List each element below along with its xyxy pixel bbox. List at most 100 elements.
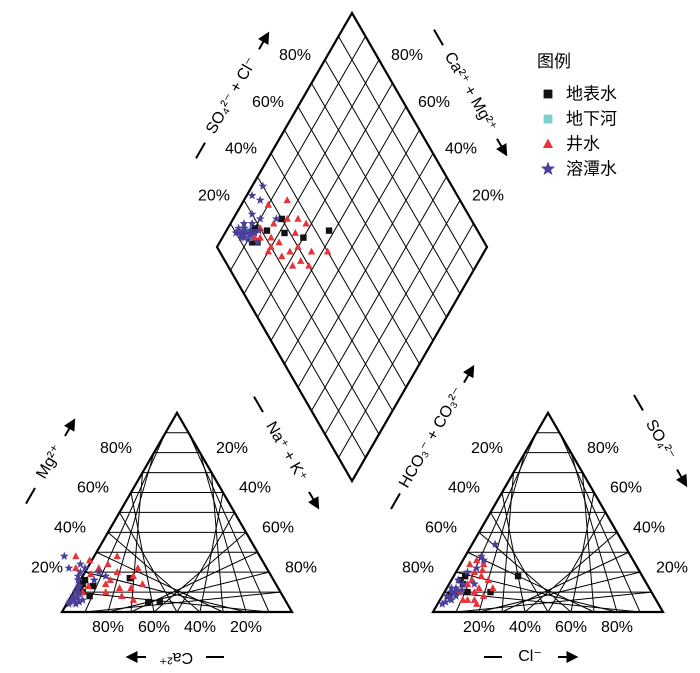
anion-point bbox=[458, 579, 468, 588]
anion-point bbox=[463, 596, 472, 603]
anion-so4-tick-label: 40% bbox=[633, 520, 665, 537]
anion-point bbox=[479, 560, 488, 568]
cation-point bbox=[64, 563, 74, 572]
cation-point bbox=[104, 560, 112, 568]
anion-cl-axis-title: Cl⁻ bbox=[518, 648, 542, 665]
cation-point bbox=[129, 596, 137, 603]
cation-point bbox=[59, 551, 69, 560]
cation-nak-tick-label: 80% bbox=[285, 559, 317, 576]
cation-point bbox=[126, 574, 134, 582]
anion-point bbox=[489, 584, 497, 591]
anion-triangle-grid-line bbox=[570, 492, 595, 613]
cation-point bbox=[87, 570, 95, 578]
anion-point bbox=[469, 579, 479, 588]
anion-cl-tick-label: 20% bbox=[463, 619, 495, 636]
cation-point bbox=[84, 582, 93, 589]
cation-point bbox=[156, 598, 163, 606]
cation-ca-tick-label: 80% bbox=[92, 619, 124, 636]
cation-point bbox=[106, 576, 114, 584]
diamond-point bbox=[288, 261, 297, 269]
cation-point bbox=[72, 593, 82, 602]
cation-point bbox=[71, 587, 81, 596]
diamond-point bbox=[270, 219, 278, 227]
anion-triangle-grid-line bbox=[490, 512, 549, 613]
cation-point bbox=[80, 563, 90, 572]
legend-marker bbox=[543, 89, 553, 99]
cation-mg-tick-label: 40% bbox=[54, 520, 86, 537]
cation-point bbox=[138, 580, 147, 587]
diamond-point bbox=[278, 215, 285, 223]
anion-point bbox=[463, 580, 472, 587]
cation-ca-tick-label: 20% bbox=[230, 619, 262, 636]
anion-point bbox=[484, 576, 492, 584]
anion-hco3-axis-title-tail bbox=[390, 492, 401, 510]
legend-marker bbox=[542, 138, 554, 148]
diamond-point bbox=[264, 200, 272, 208]
diamond-point bbox=[256, 233, 264, 241]
diamond-point bbox=[302, 219, 310, 227]
cation-mg-tick-label: 60% bbox=[77, 480, 109, 497]
cation-ca-tick-label: 60% bbox=[138, 619, 170, 636]
anion-point bbox=[479, 592, 488, 599]
cation-ca-tick-label: 40% bbox=[184, 619, 216, 636]
cation-triangle-grid-line bbox=[73, 591, 270, 613]
legend-marker bbox=[540, 161, 556, 176]
diamond-point bbox=[278, 252, 286, 260]
anion-so4-axis-title-group: SO₄²⁻ bbox=[633, 394, 688, 488]
diamond-point bbox=[307, 247, 316, 255]
anion-so4-axis-title-tail bbox=[633, 394, 644, 412]
diamond-camg-tick-label: 80% bbox=[391, 47, 423, 64]
cation-nak-axis-title: Na⁺ + K⁺ bbox=[262, 419, 310, 485]
cation-point bbox=[81, 576, 89, 584]
diamond-grid-line bbox=[311, 82, 447, 318]
anion-point bbox=[462, 572, 469, 580]
legend-label: 井水 bbox=[566, 134, 600, 153]
cation-triangle-outline bbox=[60, 410, 294, 614]
cation-point bbox=[134, 564, 142, 572]
anion-point bbox=[457, 585, 467, 594]
cation-point bbox=[102, 580, 110, 587]
diamond-point bbox=[255, 214, 265, 223]
diamond-point bbox=[258, 181, 268, 190]
diamond-point bbox=[305, 261, 313, 269]
diamond-point bbox=[234, 223, 244, 233]
diamond-point bbox=[297, 257, 305, 264]
cation-point bbox=[129, 572, 137, 580]
diamond-so4cl-tick-label: 40% bbox=[225, 141, 257, 158]
legend-label: 溶潭水 bbox=[566, 159, 617, 178]
diamond-point bbox=[267, 243, 275, 250]
diamond-camg-axis-title-arrow bbox=[496, 138, 508, 157]
diamond-point bbox=[264, 247, 272, 255]
anion-triangle-outline bbox=[431, 410, 665, 614]
diamond-point bbox=[239, 223, 249, 233]
diamond-point bbox=[275, 238, 283, 246]
diamond-point bbox=[244, 227, 252, 234]
diamond-point bbox=[294, 214, 302, 222]
diamond-point bbox=[291, 228, 299, 236]
anion-triangle-grid-line bbox=[444, 591, 641, 613]
cation-triangle-grid-line bbox=[199, 452, 247, 613]
diamond-grid-line bbox=[324, 199, 461, 435]
diamond-grid-line bbox=[324, 59, 461, 295]
cation-triangle-grid-line bbox=[96, 551, 224, 613]
diamond-point bbox=[300, 234, 307, 241]
diamond-point bbox=[254, 225, 264, 235]
anion-point bbox=[475, 584, 483, 591]
cation-point bbox=[127, 584, 135, 591]
cation-point bbox=[73, 571, 83, 580]
diamond-point bbox=[247, 209, 257, 218]
anion-point bbox=[453, 575, 463, 584]
diamond-point bbox=[271, 214, 281, 223]
cation-point bbox=[113, 552, 121, 560]
anion-point bbox=[442, 591, 452, 600]
anion-triangle-grid-line bbox=[582, 472, 595, 613]
diamond-point bbox=[242, 228, 252, 237]
legend-title: 图例 bbox=[537, 52, 571, 71]
anion-point bbox=[464, 588, 471, 596]
diamond-point bbox=[246, 230, 256, 240]
diamond-point bbox=[236, 233, 246, 242]
cation-point bbox=[78, 595, 88, 604]
anion-so4-tick-label: 60% bbox=[610, 480, 642, 497]
diamond-so4cl-tick-label: 60% bbox=[252, 94, 284, 111]
diamond-grid-line bbox=[338, 36, 474, 271]
